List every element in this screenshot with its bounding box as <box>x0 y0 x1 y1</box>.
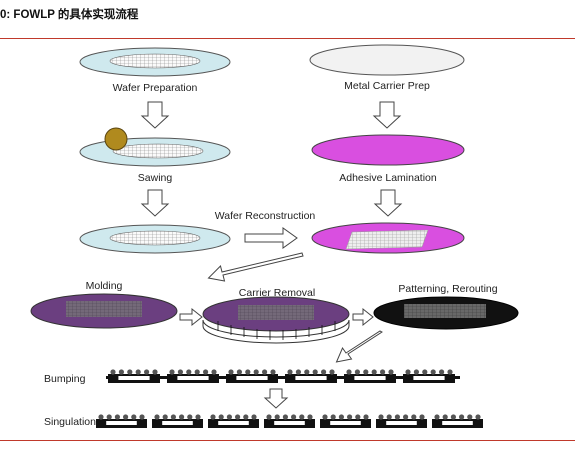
placed-dies <box>345 229 429 250</box>
package-unit <box>403 369 455 383</box>
package-unit <box>226 369 278 383</box>
sawing-step: Sawing <box>79 127 231 184</box>
package-unit <box>167 369 219 383</box>
molding-step: Molding <box>30 280 178 329</box>
adhesive-lamination-step: Adhesive Lamination <box>311 134 465 184</box>
label-sawing: Sawing <box>138 172 173 184</box>
wafer-preparation-step: Wafer Preparation <box>79 47 231 94</box>
diced-wafer-step <box>79 224 231 254</box>
saw-blade-icon <box>104 127 128 151</box>
label-wafer-preparation: Wafer Preparation <box>113 82 198 94</box>
top-rule <box>0 38 575 39</box>
released-carrier <box>202 319 350 344</box>
adhesive-carrier-disc <box>311 134 465 166</box>
arrow-right-icon <box>352 307 374 327</box>
singulated-packages <box>96 414 483 428</box>
arrow-down-icon <box>263 388 289 409</box>
metal-carrier-prep-step: Metal Carrier Prep <box>309 44 465 92</box>
label-bumping: Bumping <box>44 373 86 385</box>
bottom-rule <box>0 440 575 441</box>
package-unit <box>152 414 203 428</box>
label-carrier-removal: Carrier Removal <box>239 287 315 299</box>
package-unit <box>264 414 315 428</box>
figure-title: 0: FOWLP 的具体实现流程 <box>0 9 139 21</box>
label-adhesive-lamination: Adhesive Lamination <box>339 172 437 184</box>
arrow-down-icon <box>140 189 170 217</box>
arrow-down-icon <box>373 189 403 217</box>
arrow-right-icon <box>244 227 298 249</box>
metal-carrier-disc <box>309 44 465 76</box>
arrow-diagonal-icon <box>335 330 384 363</box>
embedded-dies <box>238 305 314 320</box>
die-array <box>109 53 201 69</box>
release-arrows <box>217 321 336 340</box>
label-molding: Molding <box>86 280 123 292</box>
package-unit <box>96 414 147 428</box>
carrier-removal-step: Carrier Removal <box>202 287 350 344</box>
arrow-right-icon <box>179 307 203 327</box>
arrow-down-icon <box>372 101 402 129</box>
label-patterning-rerouting: Patterning, Rerouting <box>398 283 497 295</box>
patterning-rerouting-step: Patterning, Rerouting <box>373 283 519 330</box>
label-singulation: Singulation <box>44 416 96 428</box>
arrow-diagonal-icon <box>207 252 304 282</box>
embedded-dies <box>66 301 142 317</box>
reconstructed-wafer-step <box>311 222 465 254</box>
package-unit <box>208 414 259 428</box>
bumped-strip <box>106 369 460 383</box>
label-metal-carrier-prep: Metal Carrier Prep <box>344 80 430 92</box>
die-array <box>112 143 204 159</box>
die-array <box>109 230 201 246</box>
package-unit <box>344 369 396 383</box>
label-wafer-reconstruction: Wafer Reconstruction <box>215 210 316 222</box>
package-unit <box>285 369 337 383</box>
package-unit <box>108 369 160 383</box>
arrow-down-icon <box>140 101 170 129</box>
redistribution-layer <box>404 304 486 318</box>
package-unit <box>376 414 427 428</box>
package-unit <box>320 414 371 428</box>
package-unit <box>432 414 483 428</box>
